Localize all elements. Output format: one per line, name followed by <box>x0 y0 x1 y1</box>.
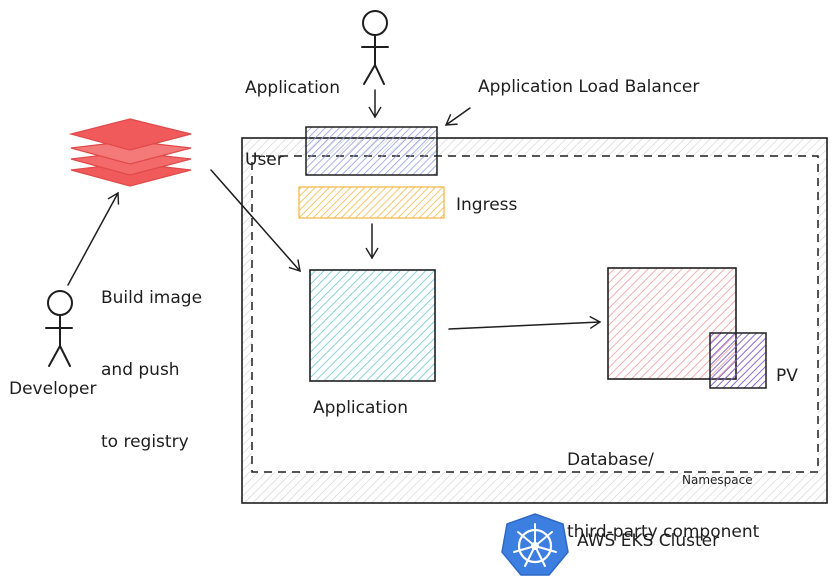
database-label: Database/ third-party component <box>567 400 759 568</box>
application-label: Application <box>313 398 408 418</box>
app-user-label-line2: User <box>245 150 284 170</box>
database-label-line1: Database/ <box>567 450 654 470</box>
database-label-line2: third-party component <box>567 522 760 542</box>
alb-box <box>305 126 438 176</box>
arrow-registry-to-application <box>210 169 301 273</box>
app-user-label: Application User <box>245 28 340 196</box>
stacked-layers-icon <box>68 118 192 187</box>
developer-label: Developer <box>9 379 97 399</box>
build-push-line1: Build image <box>101 288 203 308</box>
pv-label: PV <box>776 366 798 386</box>
alb-label: Application Load Balancer <box>478 77 700 97</box>
namespace-boundary <box>251 155 819 473</box>
app-user-label-line1: Application <box>245 78 340 98</box>
application-box <box>309 269 436 382</box>
developer-stick-figure-icon <box>45 290 73 367</box>
ingress-box <box>298 186 445 219</box>
pv-box <box>709 332 767 389</box>
namespace-label: Namespace <box>682 473 753 487</box>
arrow-application-to-database <box>448 315 602 330</box>
ingress-label: Ingress <box>456 195 518 215</box>
arrow-label-to-alb <box>444 107 471 126</box>
cluster-label: AWS EKS Cluster <box>577 531 720 551</box>
build-push-label: Build image and push to registry <box>101 238 202 478</box>
build-push-line3: to registry <box>101 432 189 452</box>
build-push-line2: and push <box>101 360 180 380</box>
arrow-developer-to-registry <box>67 191 120 286</box>
kubernetes-helm-icon <box>501 513 569 576</box>
app-user-stick-figure-icon <box>361 10 389 85</box>
